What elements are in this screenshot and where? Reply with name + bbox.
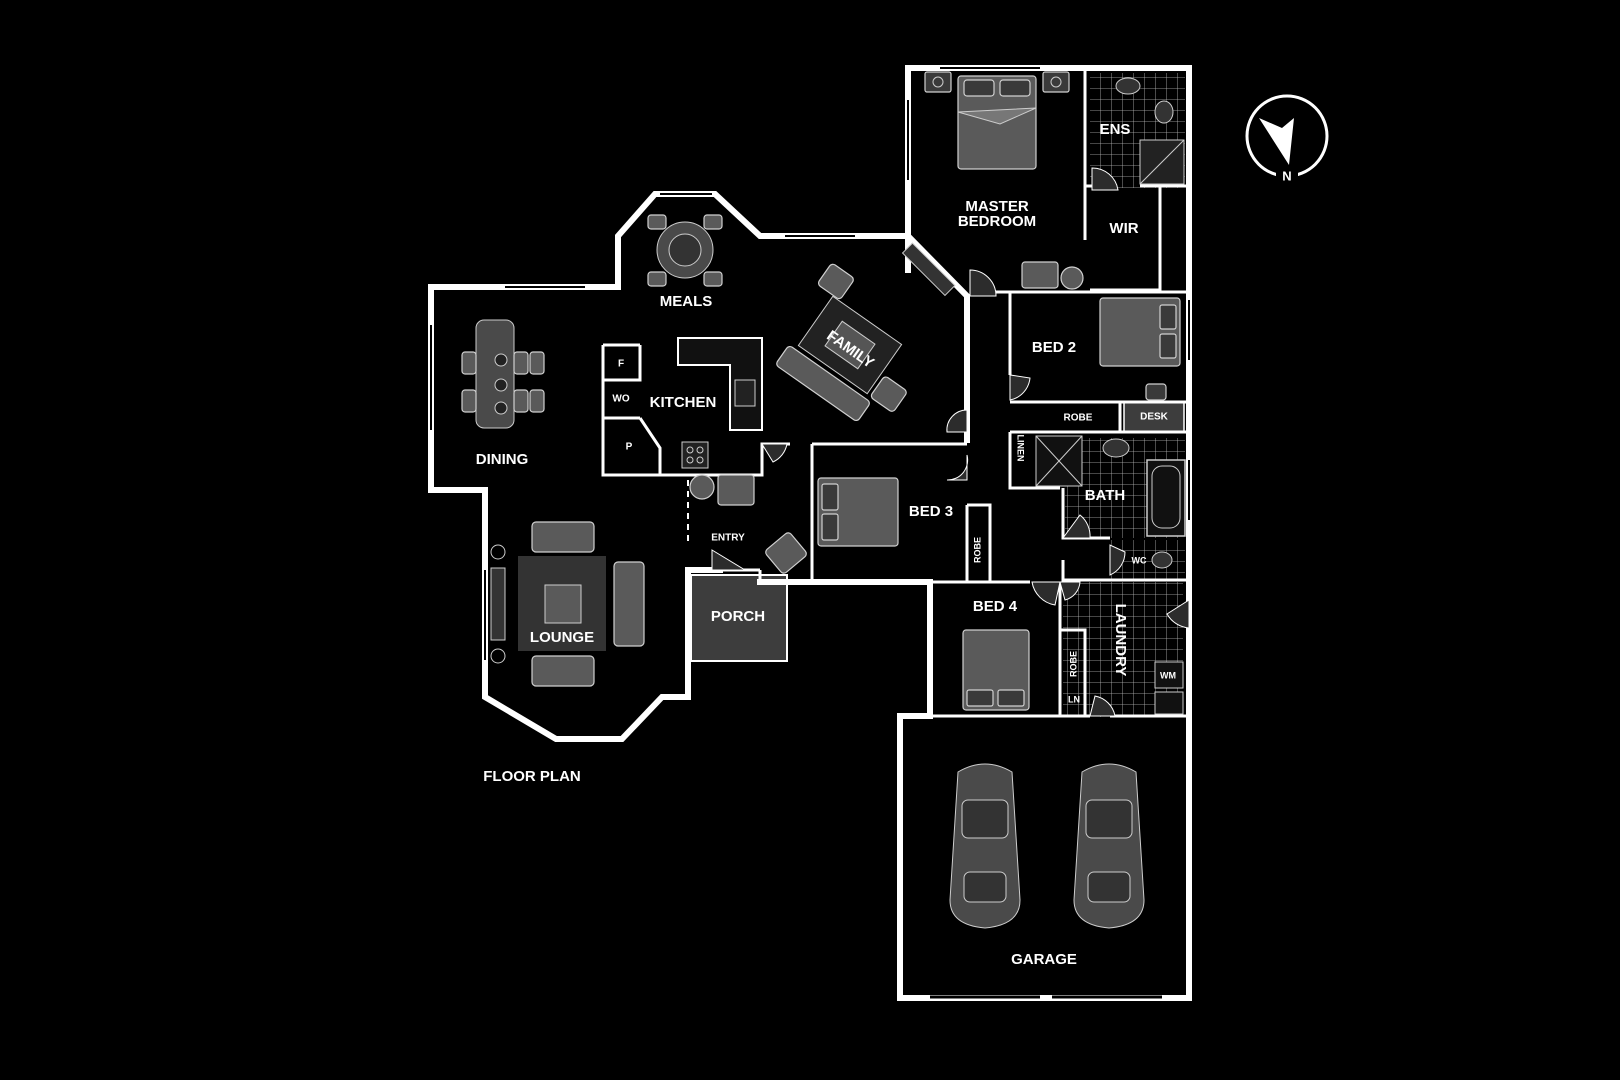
north-arrow-icon [1245, 94, 1329, 184]
windows [430, 67, 1190, 660]
room-label-entry: ENTRY [711, 533, 745, 544]
label-robe-bed4: ROBE [1068, 651, 1078, 677]
master-bed-icon [924, 71, 1070, 170]
interior-walls [601, 68, 1189, 718]
label-washing-machine: WM [1160, 670, 1176, 680]
room-label-dining: DINING [476, 451, 529, 468]
car-icon-left [949, 763, 1021, 929]
plan-title: FLOOR PLAN [483, 768, 581, 785]
room-label-wir: WIR [1109, 220, 1138, 237]
room-label-porch: PORCH [711, 608, 765, 625]
door-swings [711, 167, 1190, 717]
dining-table-icon [461, 319, 545, 429]
room-label-bath: BATH [1085, 487, 1126, 504]
kitchen-island-icon [677, 337, 763, 469]
laundry-fixtures-icon [1154, 661, 1184, 715]
family-lounge-icon [776, 263, 907, 422]
small-labels: F WO P ROBE DESK LINEN ROBE ROBE WC LN W… [612, 359, 1176, 705]
label-linen-small: LN [1068, 694, 1080, 704]
porch-area [690, 574, 788, 662]
room-label-bed2: BED 2 [1032, 339, 1076, 356]
room-label-laundry: LAUNDRY [1112, 604, 1129, 677]
entry-chair-icon [689, 474, 807, 574]
label-desk: DESK [1140, 412, 1169, 423]
room-label-garage: GARAGE [1011, 951, 1077, 968]
label-robe-bed3: ROBE [972, 537, 982, 563]
ensuite-fixtures-icon [1115, 77, 1185, 185]
bed-4-icon [962, 629, 1030, 711]
room-label-bed4: BED 4 [973, 598, 1018, 615]
room-label-bed3: BED 3 [909, 503, 953, 520]
label-pantry: P [626, 442, 633, 453]
bed-3-icon [817, 477, 899, 547]
label-walk-in-oven: WO [612, 394, 629, 405]
furniture [461, 71, 1186, 999]
bathtub-icon [1035, 435, 1186, 537]
armchair-icon [1021, 261, 1084, 290]
meals-table-icon [647, 214, 723, 287]
tv-unit-icon [901, 242, 956, 297]
car-icon-right [1073, 763, 1145, 929]
toilet-icon [1151, 551, 1173, 569]
compass-label: N [1282, 168, 1291, 183]
label-linen: LINEN [1016, 435, 1026, 462]
bed-2-icon [1099, 297, 1181, 401]
room-label-master-2: BEDROOM [958, 213, 1036, 230]
room-label-meals: MEALS [660, 293, 713, 310]
label-fridge: F [618, 359, 624, 370]
room-label-master-1: MASTER [965, 198, 1029, 215]
label-wc: WC [1132, 555, 1147, 565]
lounge-furniture-icon [490, 521, 645, 687]
room-label-kitchen: KITCHEN [650, 394, 717, 411]
label-robe-bed2: ROBE [1064, 413, 1093, 424]
room-label-lounge: LOUNGE [530, 629, 594, 646]
room-label-ensuite: ENS [1100, 121, 1131, 138]
